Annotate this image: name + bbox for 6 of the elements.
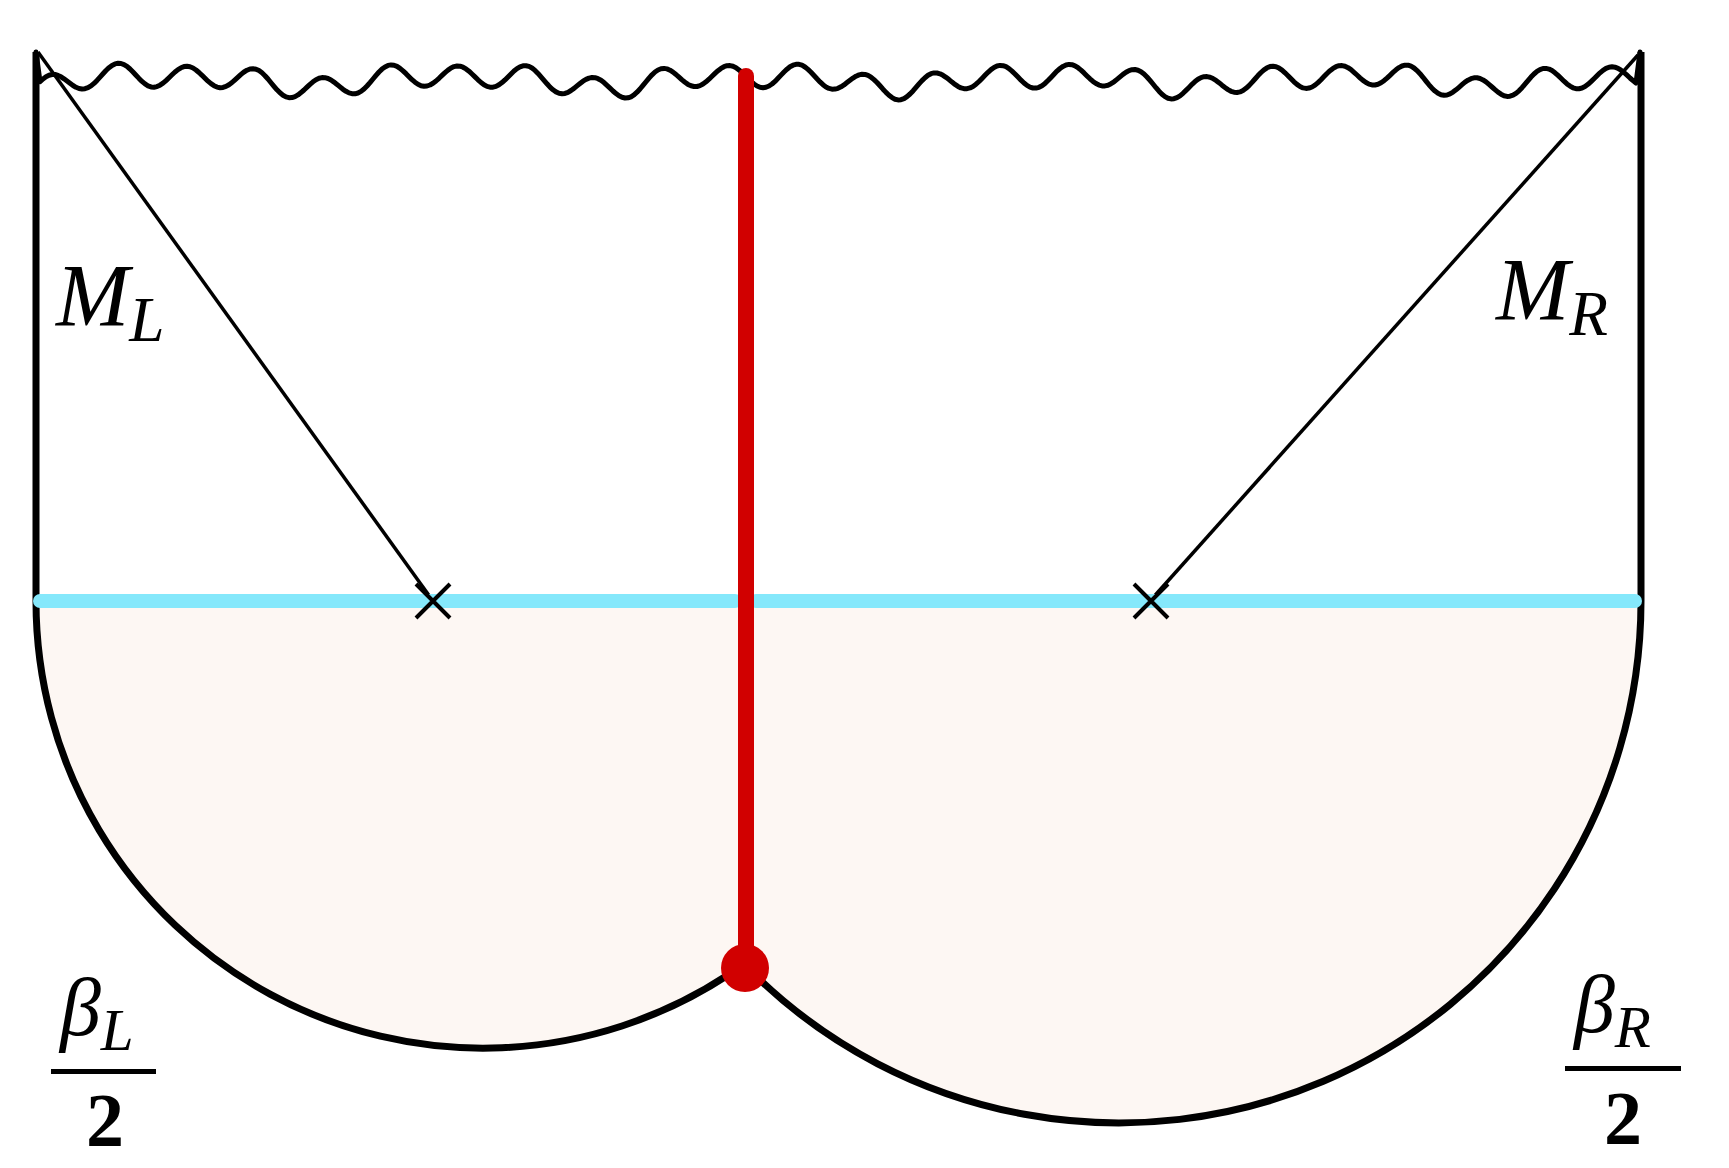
- math-label: 2: [86, 1082, 124, 1158]
- math-label: M$_{R}$: [1496, 246, 1608, 347]
- math-label: β$_{L}$: [60, 967, 134, 1061]
- math-label: 2: [1604, 1080, 1642, 1156]
- math-label: M$_{L}$: [56, 252, 165, 353]
- math-label: β$_{R}$: [1574, 964, 1651, 1058]
